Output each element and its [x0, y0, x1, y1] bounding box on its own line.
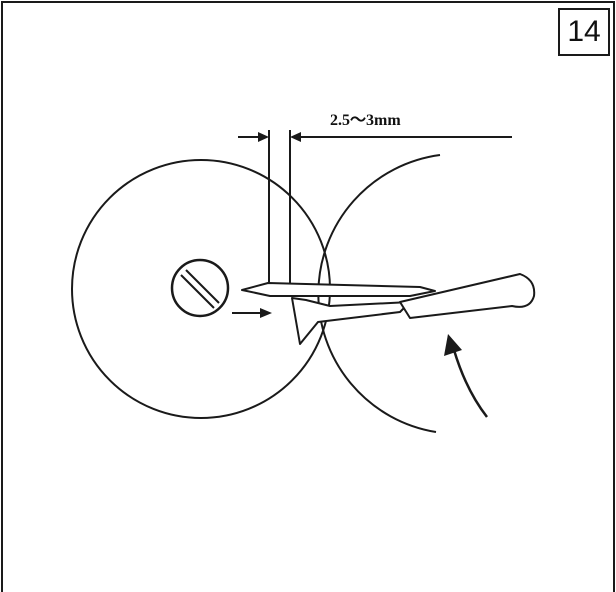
dimension-arrow-left — [238, 132, 269, 142]
dimension-arrow-right — [290, 132, 512, 142]
figure-number: 14 — [558, 8, 610, 56]
rotation-direction-arrow — [444, 334, 488, 418]
screw-head-icon — [170, 258, 230, 318]
dimension-label: 2.5～3mm — [330, 112, 401, 129]
blade-tool — [241, 273, 536, 345]
feed-direction-arrow — [232, 308, 272, 318]
